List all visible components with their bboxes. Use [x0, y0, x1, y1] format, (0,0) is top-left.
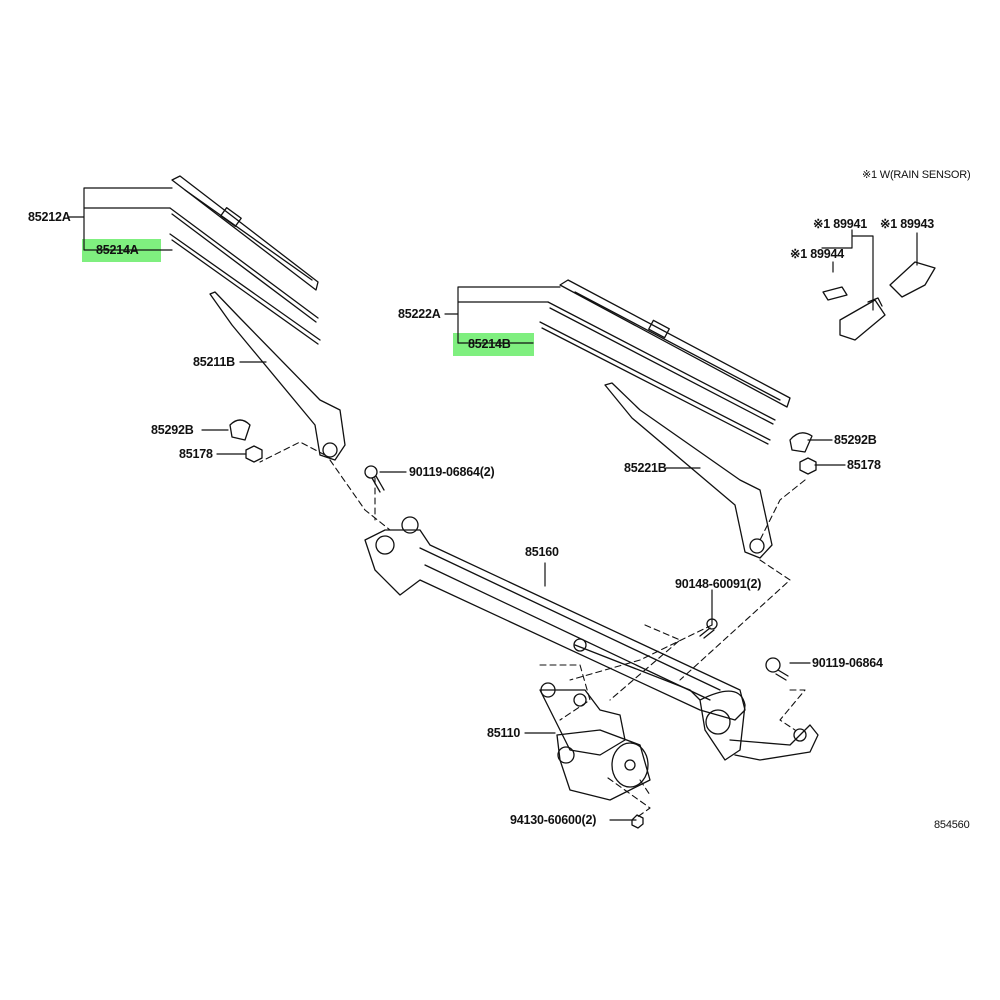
- part-label-85160[interactable]: 85160: [525, 545, 559, 559]
- part-label-89943[interactable]: ※1 89943: [880, 217, 935, 231]
- part-label-89941[interactable]: ※1 89941: [813, 217, 868, 231]
- part-label-90119-06864[interactable]: 90119-06864: [812, 656, 883, 670]
- pad-89944: [822, 286, 848, 301]
- right-wiper-blade: [559, 279, 791, 408]
- part-label-85214A[interactable]: 85214A: [96, 243, 139, 257]
- bolt-90119-06864-2: [364, 465, 385, 493]
- part-label-85292B-right[interactable]: 85292B: [834, 433, 877, 447]
- right-nut: [799, 457, 817, 475]
- dashed-lines: [259, 441, 806, 819]
- part-label-85110[interactable]: 85110: [487, 726, 521, 740]
- part-label-89944[interactable]: ※1 89944: [790, 247, 845, 261]
- nut-94130-60600: [631, 814, 644, 829]
- part-label-85214B[interactable]: 85214B: [468, 337, 511, 351]
- part-label-85211B[interactable]: 85211B: [193, 355, 235, 369]
- part-label-90119-06864-2[interactable]: 90119-06864(2): [409, 465, 495, 479]
- left-wiper-blade: [171, 175, 319, 291]
- leader-lines: [67, 187, 918, 821]
- part-label-85292B-left[interactable]: 85292B: [151, 423, 194, 437]
- part-label-85178-left[interactable]: 85178: [179, 447, 213, 461]
- rain-sensor-89941: [839, 297, 886, 341]
- left-cap: [229, 419, 251, 441]
- left-wiper-arm: [209, 291, 346, 461]
- left-nut: [245, 445, 263, 463]
- part-label-94130-60600-2[interactable]: 94130-60600(2): [510, 813, 597, 827]
- wiper-linkage: [364, 516, 819, 761]
- right-blade-rubber: [539, 301, 776, 445]
- drawing-id: 854560: [934, 819, 970, 831]
- part-label-90148-60091-2[interactable]: 90148-60091(2): [675, 577, 762, 591]
- bolt-90119-06864: [765, 657, 789, 681]
- right-cap: [789, 432, 813, 453]
- part-label-85178-right[interactable]: 85178: [847, 458, 881, 472]
- part-label-85222A[interactable]: 85222A: [398, 307, 441, 321]
- wiper-motor: [539, 682, 651, 801]
- note-rain-sensor: ※1 W(RAIN SENSOR): [862, 169, 971, 181]
- right-wiper-arm: [604, 382, 773, 559]
- left-blade-rubber: [169, 207, 321, 345]
- cover-89943: [889, 261, 936, 298]
- part-label-85212A[interactable]: 85212A: [28, 210, 71, 224]
- highlight-85214B: [453, 333, 534, 356]
- bolt-90148-60091: [699, 618, 718, 639]
- part-label-85221B[interactable]: 85221B: [624, 461, 667, 475]
